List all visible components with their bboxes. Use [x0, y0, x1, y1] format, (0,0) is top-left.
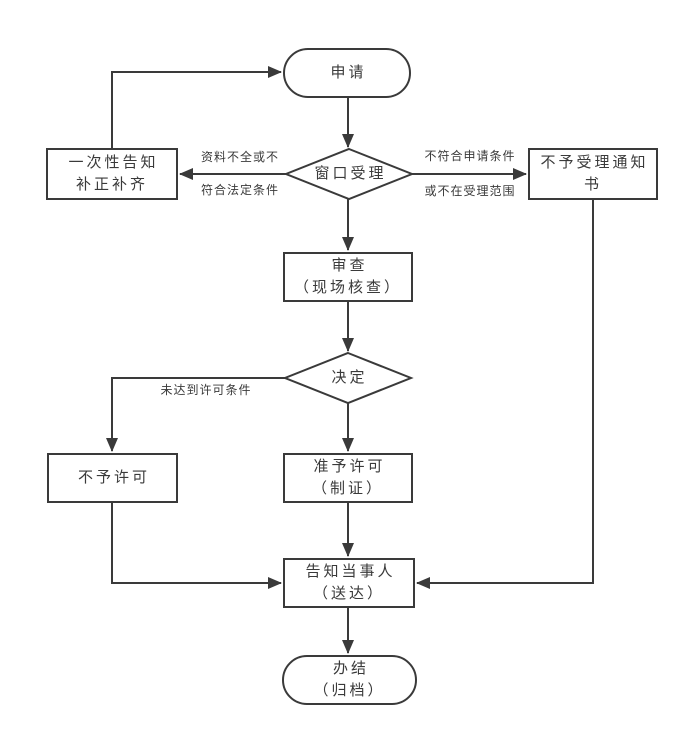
- decide-diamond-shape: [282, 351, 414, 405]
- node-deny: 不予许可: [47, 453, 178, 503]
- edge-label-decide-to-deny: 未达到许可条件: [160, 383, 252, 397]
- node-grant-label: 准予许可 （制证）: [311, 459, 386, 497]
- edge-notify-to-apply: [111, 66, 282, 148]
- node-review-label: 审查 （现场核查）: [293, 258, 402, 296]
- node-deny-label: 不予许可: [77, 470, 150, 486]
- node-decide: 决定: [288, 364, 408, 392]
- edge-decide-to-deny: [106, 377, 285, 452]
- node-apply: 申请: [283, 48, 411, 98]
- edge-deny-to-inform: [111, 503, 282, 589]
- node-reject-notice-label: 不予受理通知书: [540, 155, 649, 193]
- node-accept-label: 窗口受理: [314, 166, 387, 182]
- node-inform: 告知当事人 （送达）: [283, 558, 415, 608]
- node-accept: 窗口受理: [289, 160, 409, 188]
- node-finish-label: 办结 （归档）: [313, 661, 386, 699]
- edge-reject-notice-to-inform: [416, 200, 594, 589]
- edge-label-accept-to-reject: 不符合申请条件 或不在受理范围: [424, 149, 516, 198]
- accept-diamond-shape: [283, 147, 415, 201]
- node-decide-label: 决定: [331, 370, 368, 386]
- node-notify: 一次性告知 补正补齐: [46, 148, 178, 200]
- node-finish: 办结 （归档）: [282, 655, 417, 705]
- node-reject-notice: 不予受理通知书: [528, 148, 658, 200]
- edge-label-accept-to-notify: 资料不全或不 符合法定条件: [200, 150, 279, 197]
- node-grant: 准予许可 （制证）: [283, 453, 413, 503]
- node-inform-label: 告知当事人 （送达）: [305, 564, 396, 602]
- node-apply-label: 申请: [330, 65, 367, 81]
- node-review: 审查 （现场核查）: [283, 252, 413, 302]
- node-notify-label: 一次性告知 补正补齐: [68, 155, 159, 193]
